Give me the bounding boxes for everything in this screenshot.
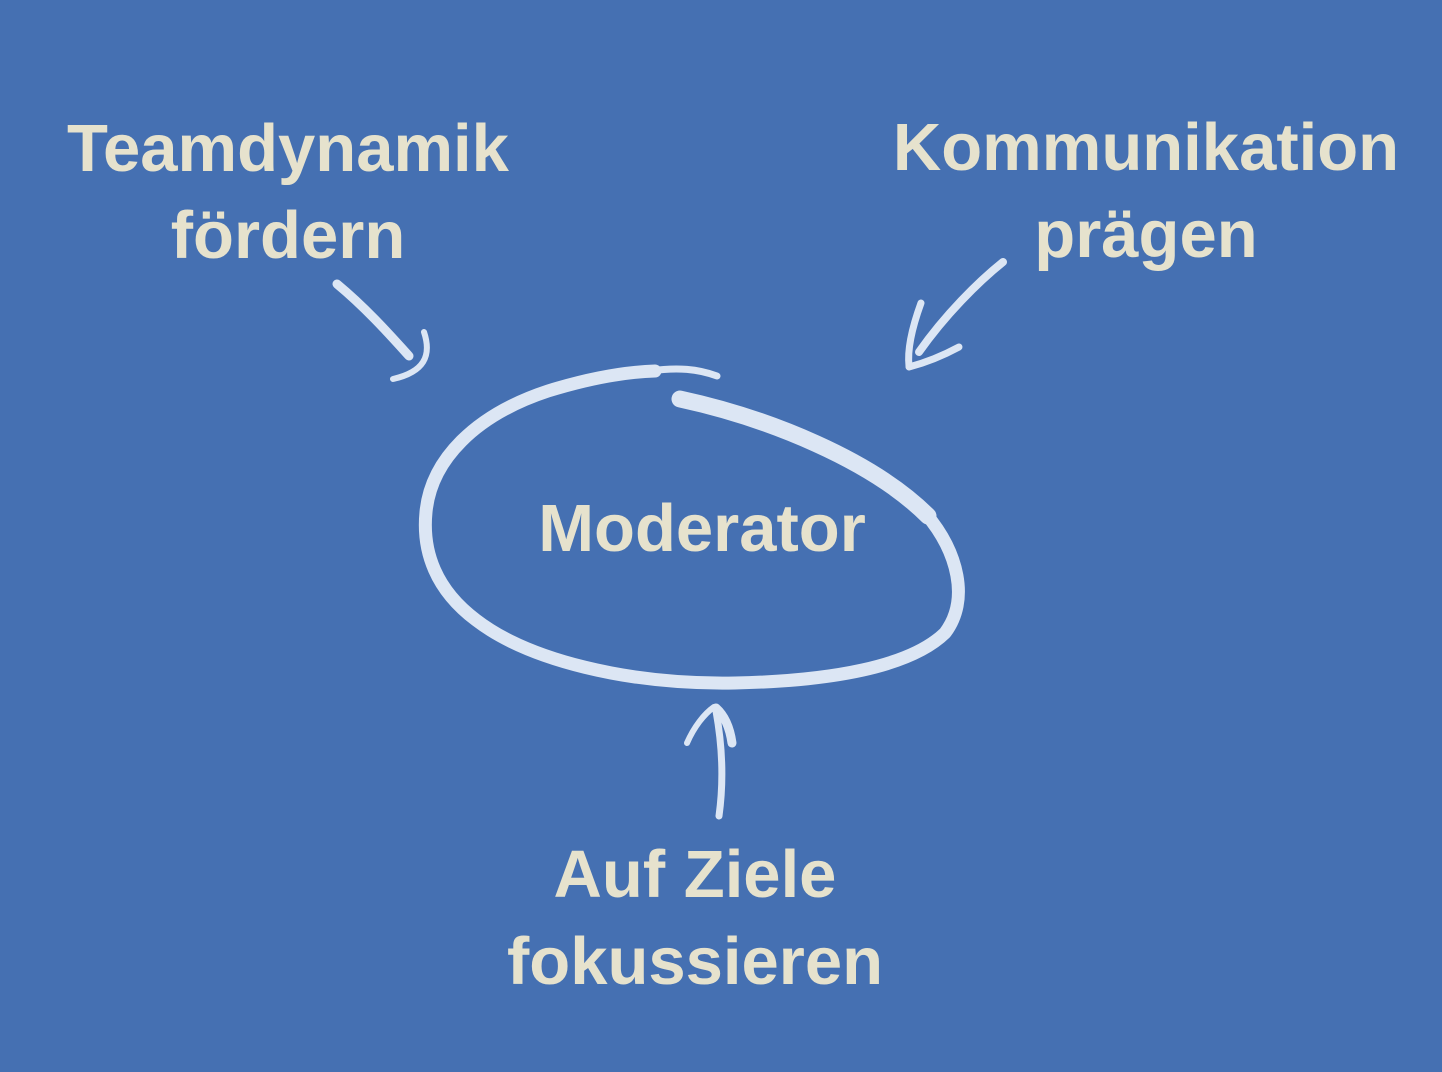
label-auf-ziele-fokussieren: Auf Ziele fokussieren bbox=[435, 831, 955, 1005]
label-moderator-text: Moderator bbox=[538, 491, 866, 566]
label-auf-ziele-line1: Auf Ziele bbox=[553, 837, 837, 912]
arrow-up-head-right-barb bbox=[711, 703, 737, 748]
moderator-loop-icon bbox=[418, 364, 965, 690]
arrow-down-right-icon bbox=[332, 279, 430, 382]
arrow-down-left-head-left-barb bbox=[905, 299, 925, 370]
label-kommunikation-line2: prägen bbox=[1034, 197, 1258, 272]
arrow-down-left-shaft bbox=[915, 258, 1007, 356]
arrow-up-shaft bbox=[712, 707, 726, 820]
label-moderator: Moderator bbox=[452, 485, 952, 572]
loop-end-taper-stroke bbox=[646, 365, 721, 380]
label-teamdynamik-line1: Teamdynamik bbox=[67, 111, 509, 186]
arrow-down-right-shaft bbox=[332, 279, 414, 361]
arrow-down-left-head-right-barb bbox=[905, 343, 963, 371]
arrow-up-icon bbox=[684, 703, 737, 820]
loop-start-thick-stroke bbox=[671, 390, 937, 525]
arrow-down-right-head bbox=[390, 329, 430, 382]
arrow-down-left-icon bbox=[905, 258, 1007, 371]
arrow-up-head-left-barb bbox=[684, 704, 717, 746]
label-teamdynamik-line2: fördern bbox=[170, 198, 406, 273]
label-kommunikation-line1: Kommunikation bbox=[892, 110, 1400, 185]
label-teamdynamik-foerdern: Teamdynamik fördern bbox=[38, 105, 538, 279]
loop-body-stroke bbox=[418, 364, 965, 690]
label-auf-ziele-line2: fokussieren bbox=[506, 924, 884, 999]
label-kommunikation-praegen: Kommunikation prägen bbox=[886, 104, 1406, 278]
